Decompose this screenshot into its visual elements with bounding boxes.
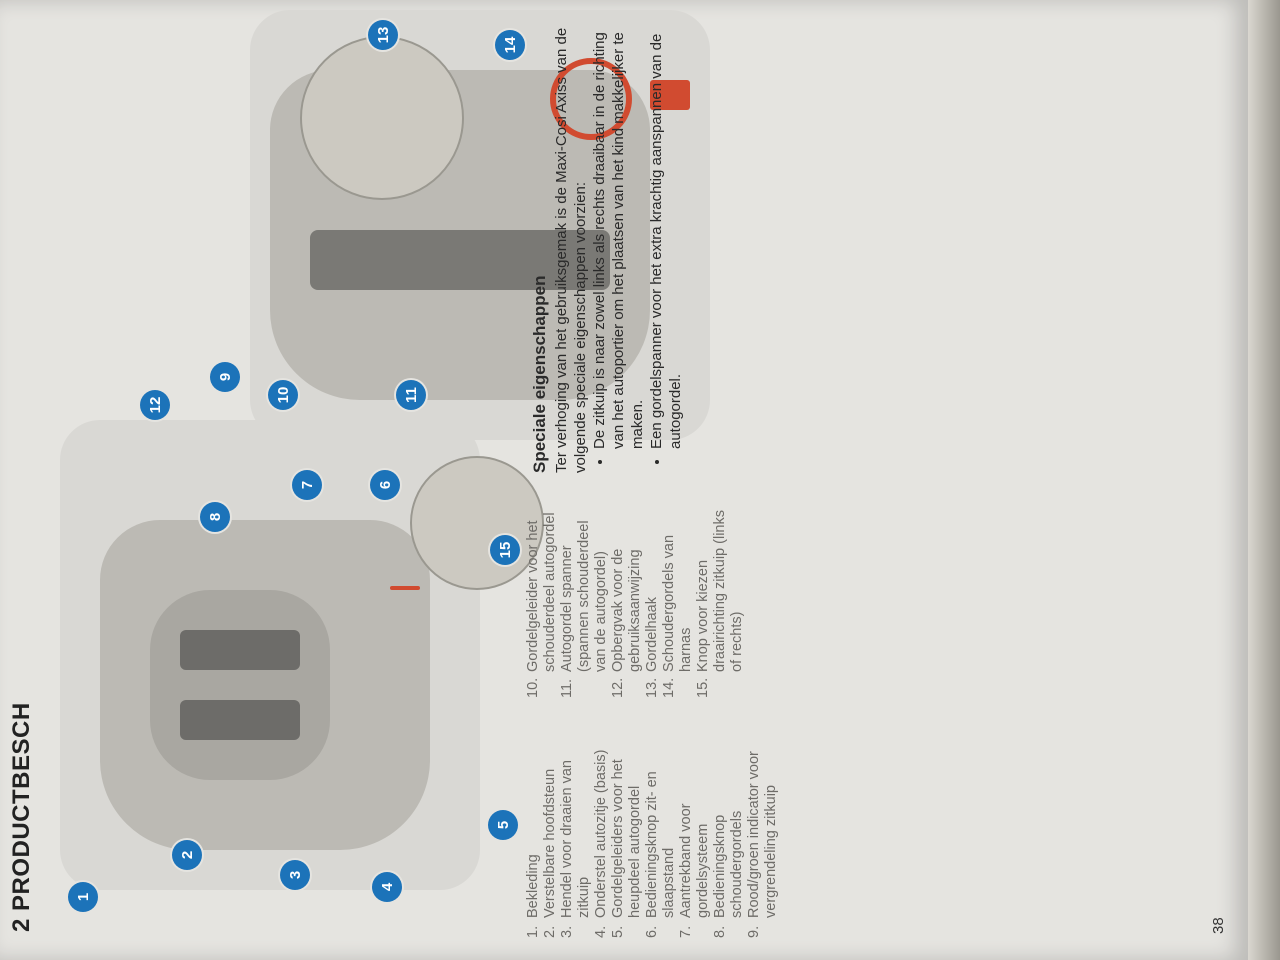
legend-text: Bedieningsknop schoudergordels [712,810,745,918]
page-header: 2 PRODUCTBESCH [8,702,36,932]
legend-item: 9. Rood/groen indicator voor vergrendelin… [746,748,780,938]
special-features-section: Speciale eigenschappen Ter verhoging van… [530,13,685,473]
legend-number: 11. [559,678,575,698]
rotated-page-content: 2 PRODUCTBESCH 1 2 3 4 5 6 7 8 9 10 11 [0,0,1248,960]
callout-8: 8 [200,502,230,532]
callout-14: 14 [495,30,525,60]
legend-text: Gordelhaak [644,597,660,672]
callout-13: 13 [368,20,398,50]
section-heading: Speciale eigenschappen [530,275,549,473]
legend-column-2: 10. Gordelgeleider voor het schouderdeel … [525,498,746,698]
callout-12: 12 [140,390,170,420]
callout-11: 11 [396,380,426,410]
legend-item: 11. Autogordel spanner (spannen schouderd… [559,498,610,698]
legend-text: Bedieningsknop zit- en slaapstand [644,771,677,918]
callout-7: 7 [292,470,322,500]
belt-guide-mark [390,586,420,590]
feature-bullet: Een gordelspanner voor het extra krachti… [647,13,685,449]
callout-2: 2 [172,840,202,870]
legend-number: 3. [559,925,575,938]
callout-6: 6 [370,470,400,500]
harness-strap-right [180,630,300,670]
legend-text: Gordelgeleiders voor het heupdeel autogo… [610,759,643,918]
legend-number: 5. [610,925,626,938]
legend-text: Hendel voor draaien van zitkuip [559,760,592,918]
legend-number: 1. [525,925,541,938]
section-intro: Ter verhoging van het gebruiksgemak is d… [553,27,589,473]
legend-text: Opbergvak voor de gebruiksaanwijzing [610,548,643,672]
callout-5: 5 [488,810,518,840]
legend-number: 6. [644,925,660,938]
legend-text: Onderstel autozitje (basis) [593,749,609,918]
legend-item: 14. Schoudergordels van harnas [661,498,695,698]
callout-3: 3 [280,860,310,890]
legend-number: 13. [644,677,660,698]
legend-number: 12. [610,677,626,698]
legend-number: 14. [661,677,677,698]
legend-text: Aantrekband voor gordelsysteem [678,803,711,918]
legend-number: 4. [593,925,609,938]
legend-text: Gordelgeleider voor het schouderdeel aut… [525,512,558,672]
callout-1: 1 [68,882,98,912]
legend-number: 15. [695,677,711,698]
detail-inset-knob [410,456,544,590]
harness-strap-left [180,700,300,740]
legend-number: 2. [542,925,558,938]
legend-text: Verstelbare hoofdsteun [542,768,558,918]
legend-item: 5. Gordelgeleiders voor het heupdeel auto… [610,748,644,938]
legend-number: 7. [678,925,694,938]
legend-text: Schoudergordels van harnas [661,534,694,672]
feature-bullet: De zitkuip is naar zowel links als recht… [590,13,647,449]
legend-number: 9. [746,925,762,938]
legend-text: Autogordel spanner (spannen schouderdeel… [559,520,609,672]
seat-illustration-front [60,420,544,890]
legend-item: 1. Bekleding [525,748,542,938]
legend-item: 4. Onderstel autozitje (basis) [593,748,610,938]
legend-text: Rood/groen indicator voor vergrendeling … [746,751,779,918]
legend-item: 13. Gordelhaak [644,498,661,698]
legend-item: 3. Hendel voor draaien van zitkuip [559,748,593,938]
legend-number: 8. [712,925,728,938]
legend-item: 7. Aantrekband voor gordelsysteem [678,748,712,938]
page-number: 38 [1210,917,1227,934]
legend-column-1: 1. Bekleding 2. Verstelbare hoofdsteun 3. H… [525,748,780,938]
legend-item: 8. Bedieningsknop schoudergordels [712,748,746,938]
legend-text: Knop voor kiezen draairichting zitkuip (… [695,510,745,672]
legend-item: 6. Bedieningsknop zit- en slaapstand [644,748,678,938]
legend-item: 10. Gordelgeleider voor het schouderdeel … [525,498,559,698]
legend-item: 15. Knop voor kiezen draairichting zitkui… [695,498,746,698]
callout-4: 4 [372,872,402,902]
callout-10: 10 [268,380,298,410]
detail-inset-storage [300,36,464,200]
callout-9: 9 [210,362,240,392]
legend-number: 10. [525,677,541,698]
page-title: 2 PRODUCTBESCH [8,702,35,932]
legend-item: 2. Verstelbare hoofdsteun [542,748,559,938]
seat-cushion [150,590,330,780]
callout-15: 15 [490,535,520,565]
legend-text: Bekleding [525,854,541,918]
manual-page: 2 PRODUCTBESCH 1 2 3 4 5 6 7 8 9 10 11 [0,0,1248,960]
legend-item: 12. Opbergvak voor de gebruiksaanwijzing [610,498,644,698]
